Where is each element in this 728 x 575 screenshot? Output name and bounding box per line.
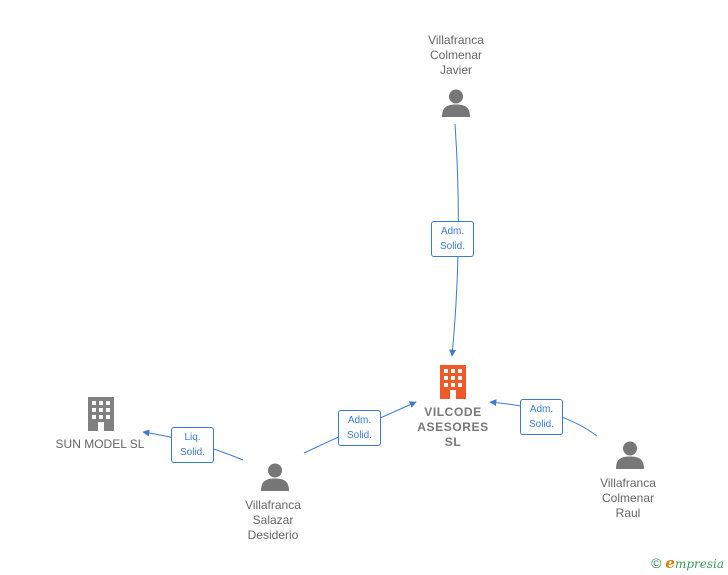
- node-label-line: Villafranca: [245, 498, 301, 512]
- edge-label-line: Solid.: [439, 241, 465, 252]
- node-label-desiderio[interactable]: Villafranca Salazar Desiderio: [223, 498, 323, 543]
- edge-label-desiderio-sunmodel[interactable]: Liq. Solid.: [171, 427, 214, 463]
- brand-initial: e: [665, 554, 675, 572]
- node-label-vilcode[interactable]: VILCODE ASESORES SL: [403, 405, 503, 450]
- edge-label-line: Solid.: [528, 419, 554, 430]
- copyright-symbol: ©: [651, 555, 662, 571]
- person-icon[interactable]: [442, 88, 470, 118]
- edge-label-raul-vilcode[interactable]: Adm. Solid.: [520, 399, 563, 435]
- building-icon[interactable]: [85, 397, 117, 431]
- node-label-line: Raul: [615, 506, 641, 520]
- node-label-line: Colmenar: [429, 48, 483, 62]
- node-label-line: ASESORES: [417, 420, 489, 434]
- footer-brand: © empresia: [651, 554, 724, 572]
- edge-label-line: Adm.: [529, 404, 554, 415]
- brand-rest: mpresia: [674, 557, 724, 571]
- person-icon[interactable]: [261, 462, 289, 492]
- node-label-line: Villafranca: [600, 476, 656, 490]
- building-icon[interactable]: [437, 365, 469, 399]
- node-label-line: Javier: [439, 63, 472, 77]
- node-label-line: Desiderio: [247, 528, 299, 542]
- edge-label-line: Liq.: [184, 432, 201, 443]
- edge-label-line: Solid.: [179, 447, 205, 458]
- node-label-line: Villafranca: [428, 33, 484, 47]
- node-label-line: VILCODE: [424, 405, 482, 419]
- edge-label-line: Solid.: [346, 430, 372, 441]
- node-label-sunmodel[interactable]: SUN MODEL SL: [48, 437, 152, 452]
- edge-label-line: Adm.: [440, 226, 465, 237]
- node-label-line: Colmenar: [601, 491, 655, 505]
- node-label-line: SUN MODEL SL: [55, 437, 145, 451]
- node-label-raul[interactable]: Villafranca Colmenar Raul: [578, 476, 678, 521]
- edge-label-line: Adm.: [347, 415, 372, 426]
- brand-logo: empresia: [665, 554, 724, 572]
- person-icon[interactable]: [616, 440, 644, 470]
- edge-label-desiderio-vilcode[interactable]: Adm. Solid.: [338, 410, 381, 446]
- node-label-line: Salazar: [252, 513, 294, 527]
- node-label-javier[interactable]: Villafranca Colmenar Javier: [406, 33, 506, 78]
- node-label-line: SL: [444, 435, 462, 449]
- edge-label-javier-vilcode[interactable]: Adm. Solid.: [431, 221, 474, 257]
